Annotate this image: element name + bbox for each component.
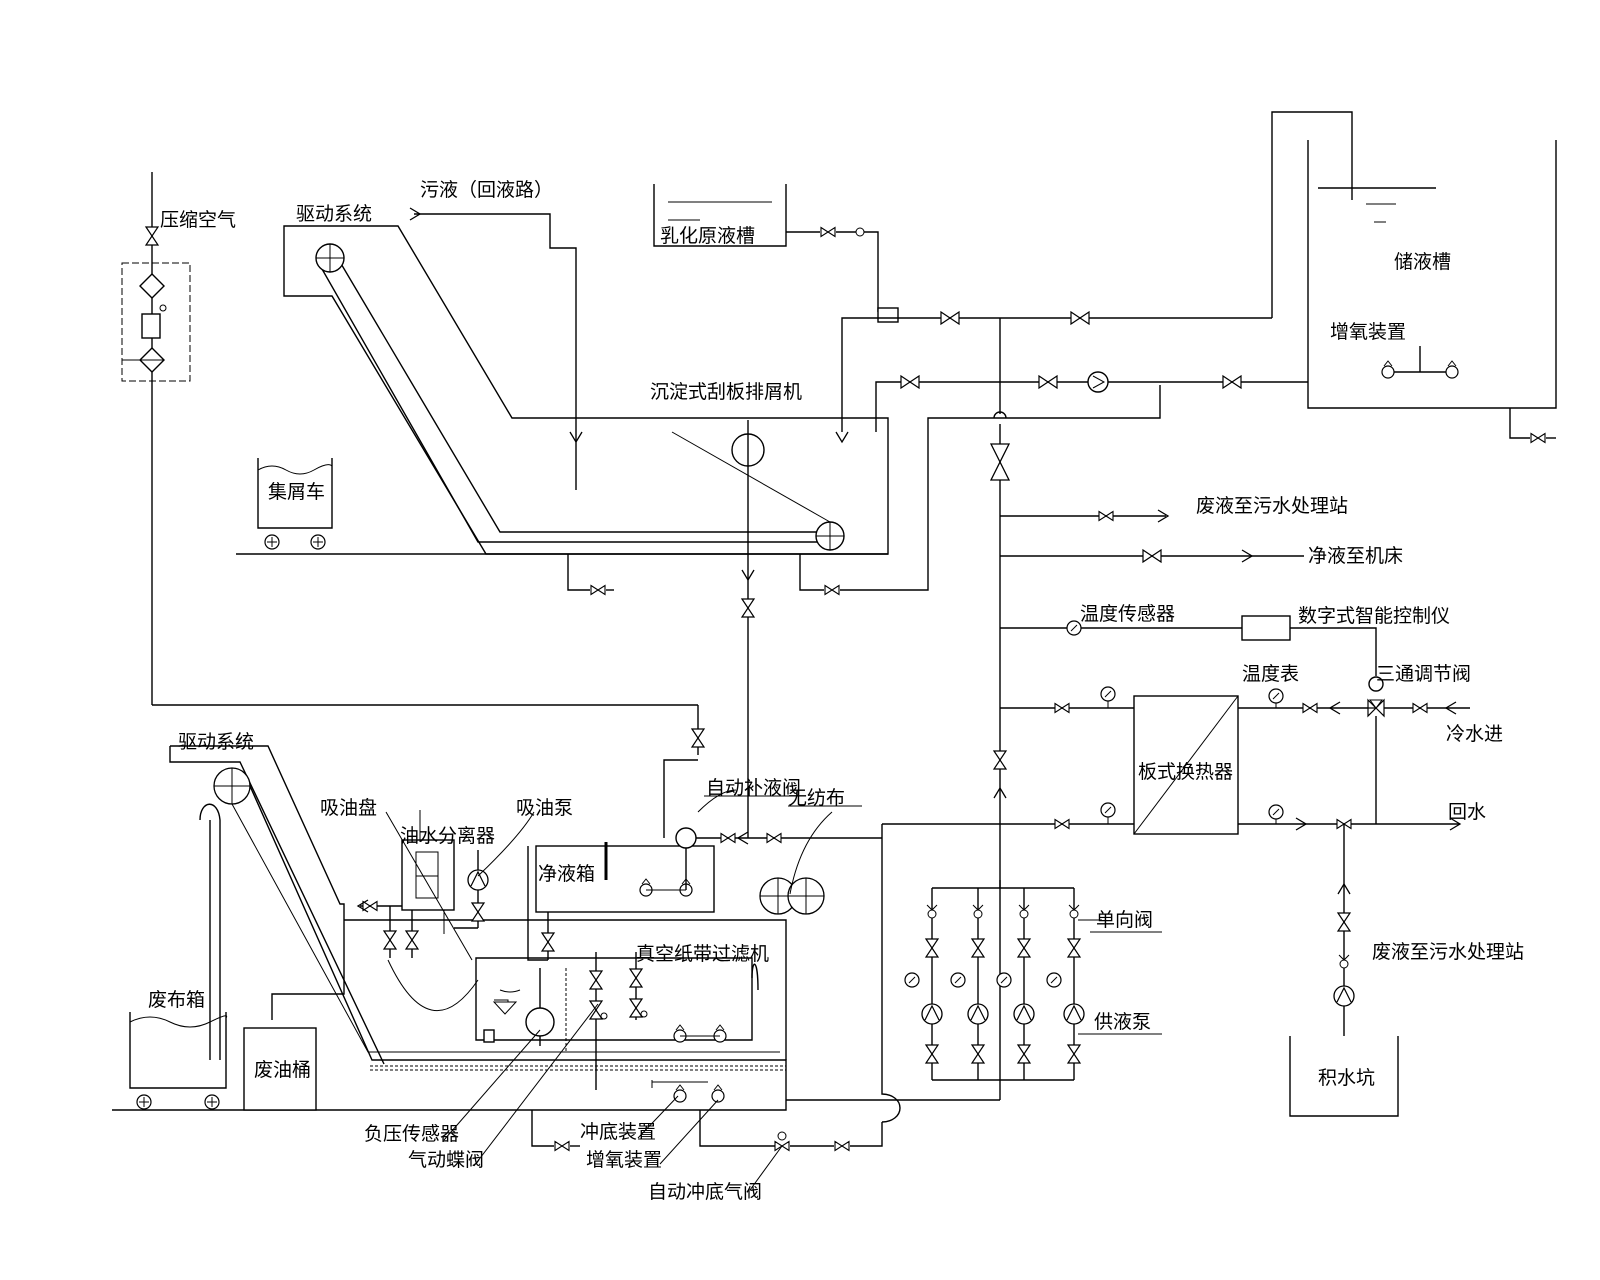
waste-to-station-2-label: 废液至污水处理站	[1372, 941, 1524, 963]
oil-skimmer-label: 吸油盘	[320, 797, 377, 819]
temp-sensor-label: 温度传感器	[1080, 603, 1175, 625]
chip-cart-label: 集屑车	[268, 481, 325, 503]
auto-refill-valve-label: 自动补液阀	[706, 777, 801, 799]
waste-cloth-box	[129, 1012, 228, 1110]
emulsion-tank-label: 乳化原液槽	[660, 225, 755, 247]
vacuum-filter-label: 真空纸带过滤机	[636, 943, 769, 965]
sump-pit-label: 积水坑	[1318, 1067, 1375, 1089]
clean-tank	[527, 420, 901, 1123]
oil-separation	[357, 810, 535, 961]
waste-oil-bucket	[243, 1027, 317, 1111]
plate-hex-label: 板式换热器	[1138, 761, 1233, 783]
bottom-flush-label: 冲底装置	[580, 1121, 656, 1143]
scraper-conveyor-label: 沉淀式刮板排屑机	[650, 381, 802, 403]
three-way-valve-label: 三通调节阀	[1376, 663, 1471, 685]
waste-cloth-box-label: 废布箱	[148, 989, 205, 1011]
supply-pump-block	[904, 750, 1162, 1081]
return-water-label: 回水	[1448, 801, 1486, 823]
filter-conveyor	[112, 745, 787, 1111]
controller-label: 数字式智能控制仪	[1298, 605, 1450, 627]
oil-pump-label: 吸油泵	[516, 797, 573, 819]
oil-water-sep-label: 油水分离器	[400, 825, 495, 847]
cold-water-in-label: 冷水进	[1446, 723, 1503, 745]
pneumatic-butterfly-label: 气动蝶阀	[408, 1149, 484, 1171]
waste-oil-bucket-label: 废油桶	[254, 1059, 311, 1081]
scraper-conveyor	[236, 225, 1161, 596]
neg-pressure-sensor-label: 负压传感器	[364, 1123, 459, 1145]
bottom-flush	[443, 1003, 1000, 1191]
supply-pump-label: 供液泵	[1094, 1011, 1151, 1033]
nonwoven-label: 无纺布	[788, 787, 845, 809]
outlet-branches	[1000, 509, 1377, 676]
aerator-top-label: 增氧装置	[1330, 321, 1406, 343]
heat-exchanger	[882, 676, 1470, 1036]
drive-system-top-label: 驱动系统	[296, 203, 372, 225]
dirty-return-label: 污液（回液路）	[420, 179, 553, 201]
check-valve-label: 单向阀	[1096, 909, 1153, 931]
compressed-air-unit	[121, 172, 705, 755]
thermometer-label: 温度表	[1242, 663, 1299, 685]
chip-cart	[257, 458, 333, 550]
drive-system-bottom-label: 驱动系统	[178, 731, 254, 753]
auto-flush-valve-label: 自动冲底气阀	[648, 1181, 762, 1203]
storage-tank-label: 储液槽	[1394, 251, 1451, 273]
sump-pit	[1289, 1036, 1399, 1117]
vacuum-filter	[344, 811, 833, 1090]
aerator-bottom-label: 增氧装置	[586, 1149, 662, 1171]
waste-to-station-1-label: 废液至污水处理站	[1196, 495, 1348, 517]
clean-tank-label: 净液箱	[538, 863, 595, 885]
compressed-air-label: 压缩空气	[160, 209, 236, 231]
emulsion-tank	[653, 184, 899, 323]
storage-tank	[1307, 140, 1557, 444]
clean-to-machine-label: 净液至机床	[1308, 545, 1403, 567]
